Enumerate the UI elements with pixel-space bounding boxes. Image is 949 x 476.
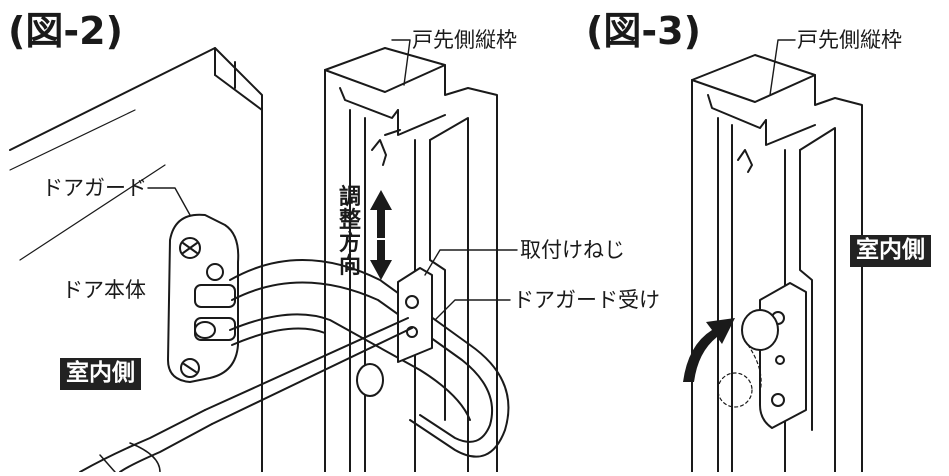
figure3-frame-label: 戸先側縦枠: [797, 28, 902, 52]
figure3-indoor-badge: 室内側: [850, 235, 931, 267]
door-guard-receiver-label: ドアガード受け: [513, 288, 660, 312]
frame-drawing-fig2: [324, 47, 498, 473]
frame-drawing-fig3: [691, 54, 863, 473]
adjust-direction-label: 調 整 方 向: [338, 186, 362, 278]
adjust-direction-arrows: [370, 190, 392, 280]
adjust-char-4: 向: [338, 254, 361, 280]
figure2-indoor-badge: 室内側: [60, 358, 141, 390]
door-guard-label: ドアガード: [42, 176, 147, 200]
figure2-frame-label: 戸先側縦枠: [412, 28, 517, 52]
rotation-arrow: [683, 318, 735, 382]
door-body-drawing: [9, 47, 263, 473]
adjust-char-1: 調: [338, 185, 361, 210]
figure2-title: (図-2): [8, 9, 123, 53]
figure3-title: (図-3): [586, 9, 701, 53]
adjust-char-2: 整: [338, 208, 361, 234]
screwdriver-drawing: [79, 317, 413, 473]
mounting-screw-label: 取付けねじ: [520, 238, 625, 262]
door-guard-drawing: [167, 213, 510, 458]
adjust-char-3: 方: [338, 231, 361, 257]
leader-lines-fig2: [147, 39, 518, 321]
door-body-label: ドア本体: [62, 278, 146, 302]
leader-lines-fig3: [769, 39, 796, 96]
